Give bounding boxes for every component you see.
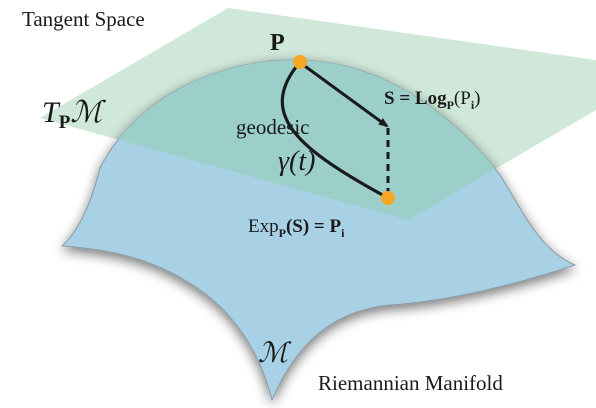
- log-arrow: [301, 62, 389, 128]
- geodesic-curve: [280, 60, 389, 200]
- manifold-name-label: Riemannian Manifold: [318, 371, 503, 395]
- point-p-label: P: [270, 30, 285, 56]
- exp-map-label: ExpP(S) = Pi: [248, 216, 345, 240]
- log-map-label: S = LogP(Pi): [384, 88, 481, 112]
- plane-manifold-overlap: [62, 59, 575, 220]
- tangent-space-label: Tangent Space: [22, 7, 145, 31]
- geodesic-label: geodesic: [236, 115, 309, 139]
- point-p: [293, 55, 307, 69]
- point-pi: [381, 191, 395, 205]
- gamma-label: γ(t): [278, 146, 315, 177]
- tangent-space-symbol: TPℳ: [42, 96, 106, 133]
- manifold-symbol: ℳ: [258, 338, 292, 369]
